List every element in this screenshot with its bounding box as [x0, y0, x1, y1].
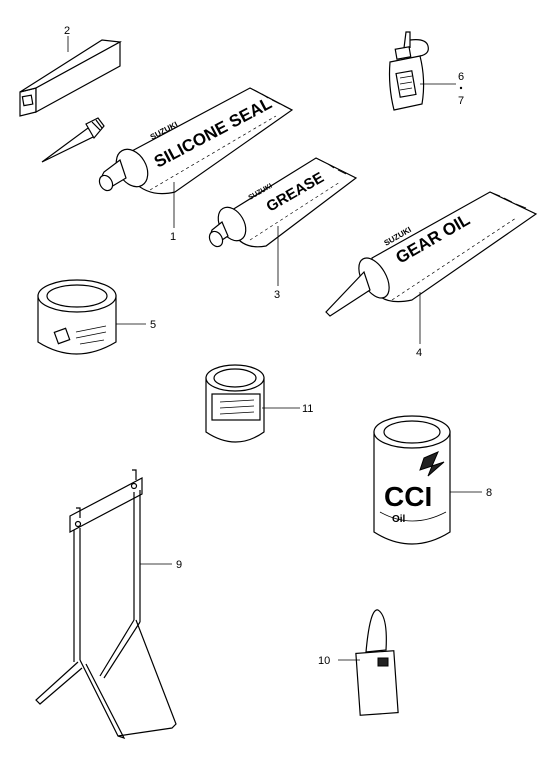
- callout-10: 10: [318, 655, 330, 667]
- part-5-can: [37, 279, 117, 355]
- callout-4: 4: [416, 347, 422, 359]
- part-1-silicone-seal-tube: SILICONE SEAL SUZUKI: [98, 87, 294, 195]
- callout-6: 6: [458, 71, 464, 83]
- part-2-block-and-brush: [19, 39, 122, 163]
- leader-lines: [67, 36, 482, 661]
- callout-8: 8: [486, 487, 492, 499]
- callout-numbers: 2 1 3 4 5 6 7 11 8 9 10: [64, 25, 492, 667]
- part-10-packet: [355, 609, 399, 716]
- callout-5: 5: [150, 319, 156, 331]
- cci-label: CCI: [384, 481, 432, 512]
- callout-11: 11: [302, 403, 313, 415]
- callout-3: 3: [274, 289, 280, 301]
- part-6-7-bottle: [388, 31, 429, 111]
- callout-9: 9: [176, 559, 182, 571]
- part-11-small-can: [205, 364, 265, 443]
- callout-6-7-dot: [459, 86, 463, 90]
- callout-7: 7: [458, 95, 464, 107]
- part-3-grease-tube: GREASE SUZUKI: [208, 157, 358, 248]
- callout-1: 1: [170, 231, 176, 243]
- callout-2: 2: [64, 25, 70, 37]
- part-9-stand: [35, 469, 177, 740]
- part-4-gear-oil-tube: GEAR OIL SUZUKI: [325, 191, 538, 317]
- part-8-cci-oil-can: CCI Oil: [373, 415, 451, 545]
